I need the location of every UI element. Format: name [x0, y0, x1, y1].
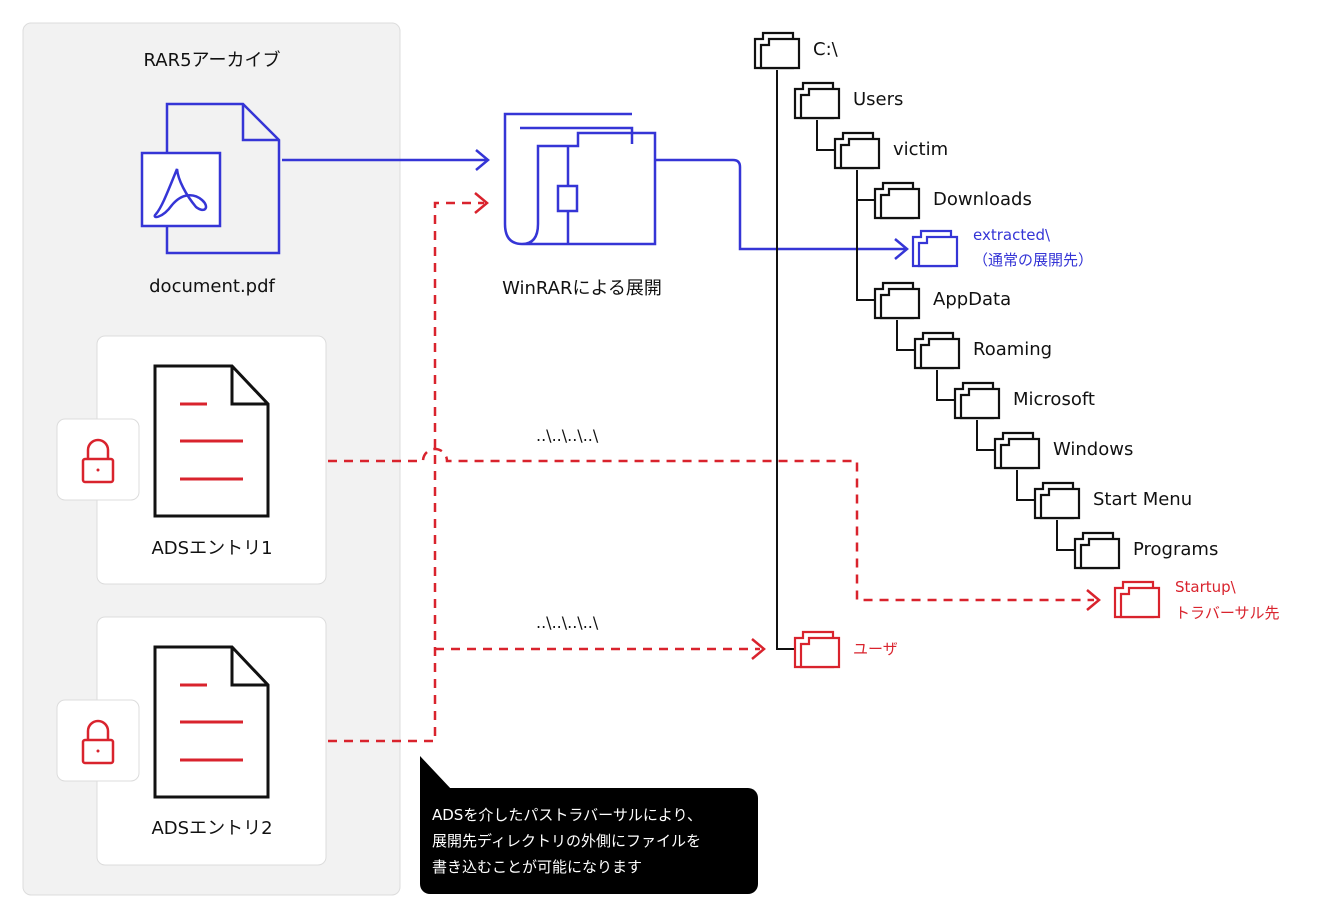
tree-startup-label: Startup\	[1175, 578, 1236, 596]
traversal-path-label-2: ..\..\..\..\	[536, 613, 599, 632]
tree-windows-label: Windows	[1053, 439, 1134, 460]
traversal-path-label-1: ..\..\..\..\	[536, 426, 599, 445]
ads-entry-2-label: ADSエントリ2	[151, 818, 273, 839]
folder-icon	[873, 281, 921, 320]
tree-root-label: C:\	[813, 39, 838, 60]
tree-downloads-label: Downloads	[933, 189, 1032, 210]
folder-icon	[1113, 580, 1161, 619]
tree-connectors	[776, 70, 1075, 650]
tree-microsoft-label: Microsoft	[1013, 389, 1095, 410]
archive-title: RAR5アーカイブ	[143, 50, 281, 71]
document-icon	[153, 645, 270, 799]
traversal-path-2	[328, 201, 760, 743]
folder-icon	[993, 431, 1041, 470]
folder-icon	[753, 31, 801, 70]
normal-extraction-path	[282, 149, 909, 260]
document-icon	[153, 364, 270, 518]
pdf-file-name: document.pdf	[149, 276, 275, 297]
folder-icon	[793, 630, 841, 669]
folder-icon	[913, 331, 961, 370]
lock-icon	[81, 438, 115, 484]
tree-programs-label: Programs	[1133, 539, 1219, 560]
folder-icon	[953, 381, 1001, 420]
lock-icon	[81, 719, 115, 765]
folder-icon	[911, 229, 959, 268]
folder-icon	[1033, 481, 1081, 520]
tree-roaming-label: Roaming	[973, 339, 1053, 360]
callout-line-2: 展開先ディレクトリの外側にファイルを	[432, 832, 701, 850]
tree-extracted-label: extracted\	[973, 226, 1051, 244]
arrow-heads	[474, 192, 1101, 660]
tree-user-folder-label: ユーザ	[853, 640, 898, 658]
folder-icon	[1073, 531, 1121, 570]
archive-folder-icon	[503, 112, 657, 246]
folder-icon	[833, 131, 881, 170]
tree-startup-note: トラバーサル先	[1175, 604, 1280, 622]
tree-victim-label: victim	[893, 139, 949, 160]
tree-extracted-note: （通常の展開先）	[973, 251, 1094, 269]
pdf-file-icon	[140, 102, 281, 255]
traversal-path-1	[328, 447, 1094, 602]
ads-entry-1-label: ADSエントリ1	[151, 538, 273, 559]
tree-appdata-label: AppData	[933, 289, 1012, 310]
folder-icon	[873, 181, 921, 220]
tree-start-menu-label: Start Menu	[1093, 489, 1193, 510]
callout-line-3: 書き込むことが可能になります	[432, 858, 643, 876]
callout-box: ADSを介したパストラバーサルにより、 展開先ディレクトリの外側にファイルを 書…	[420, 788, 758, 894]
extractor-label: WinRARによる展開	[502, 278, 662, 299]
tree-users-label: Users	[853, 89, 904, 110]
folder-icon	[793, 81, 841, 120]
callout-line-1: ADSを介したパストラバーサルにより、	[432, 806, 702, 824]
